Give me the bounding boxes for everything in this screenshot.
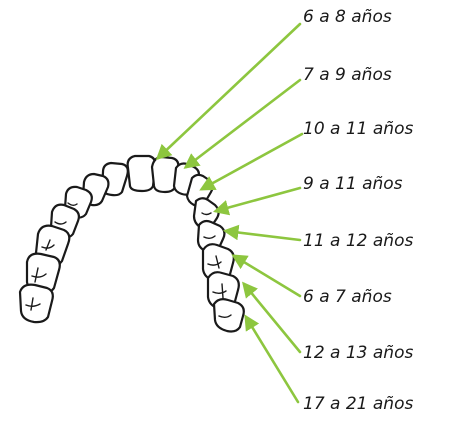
arrow-central-incisor <box>155 22 302 161</box>
arrow-first-premolar <box>212 186 302 216</box>
label-age-second-premolar: 11 a 12 años <box>303 231 414 251</box>
label-age-canine: 10 a 11 años <box>303 119 414 139</box>
label-age-first-molar: 6 a 7 años <box>303 287 392 307</box>
tooth-fissure-detail <box>25 202 78 311</box>
label-age-first-premolar: 9 a 11 años <box>303 174 403 194</box>
arrow-first-molar <box>231 254 302 298</box>
tooth-third-molar-right <box>212 298 245 333</box>
arrow-third-molar <box>244 314 300 404</box>
arrow-second-premolar <box>222 224 302 242</box>
label-age-second-molar: 12 a 13 años <box>303 343 414 363</box>
label-age-third-molar: 17 a 21 años <box>303 394 414 414</box>
arrow-canine <box>199 132 304 191</box>
arrow-second-molar <box>242 281 302 354</box>
arrows <box>155 22 304 404</box>
tooth-upper-central-incisor-left <box>126 154 157 193</box>
tooth-fissure-detail-right <box>201 212 232 318</box>
label-age-central-incisor: 6 a 8 años <box>303 7 392 27</box>
label-age-lateral-incisor: 7 a 9 años <box>303 65 392 85</box>
dental-arch <box>18 154 245 333</box>
arrow-lateral-incisor <box>183 78 302 169</box>
tooth-third-molar-left <box>18 283 54 324</box>
